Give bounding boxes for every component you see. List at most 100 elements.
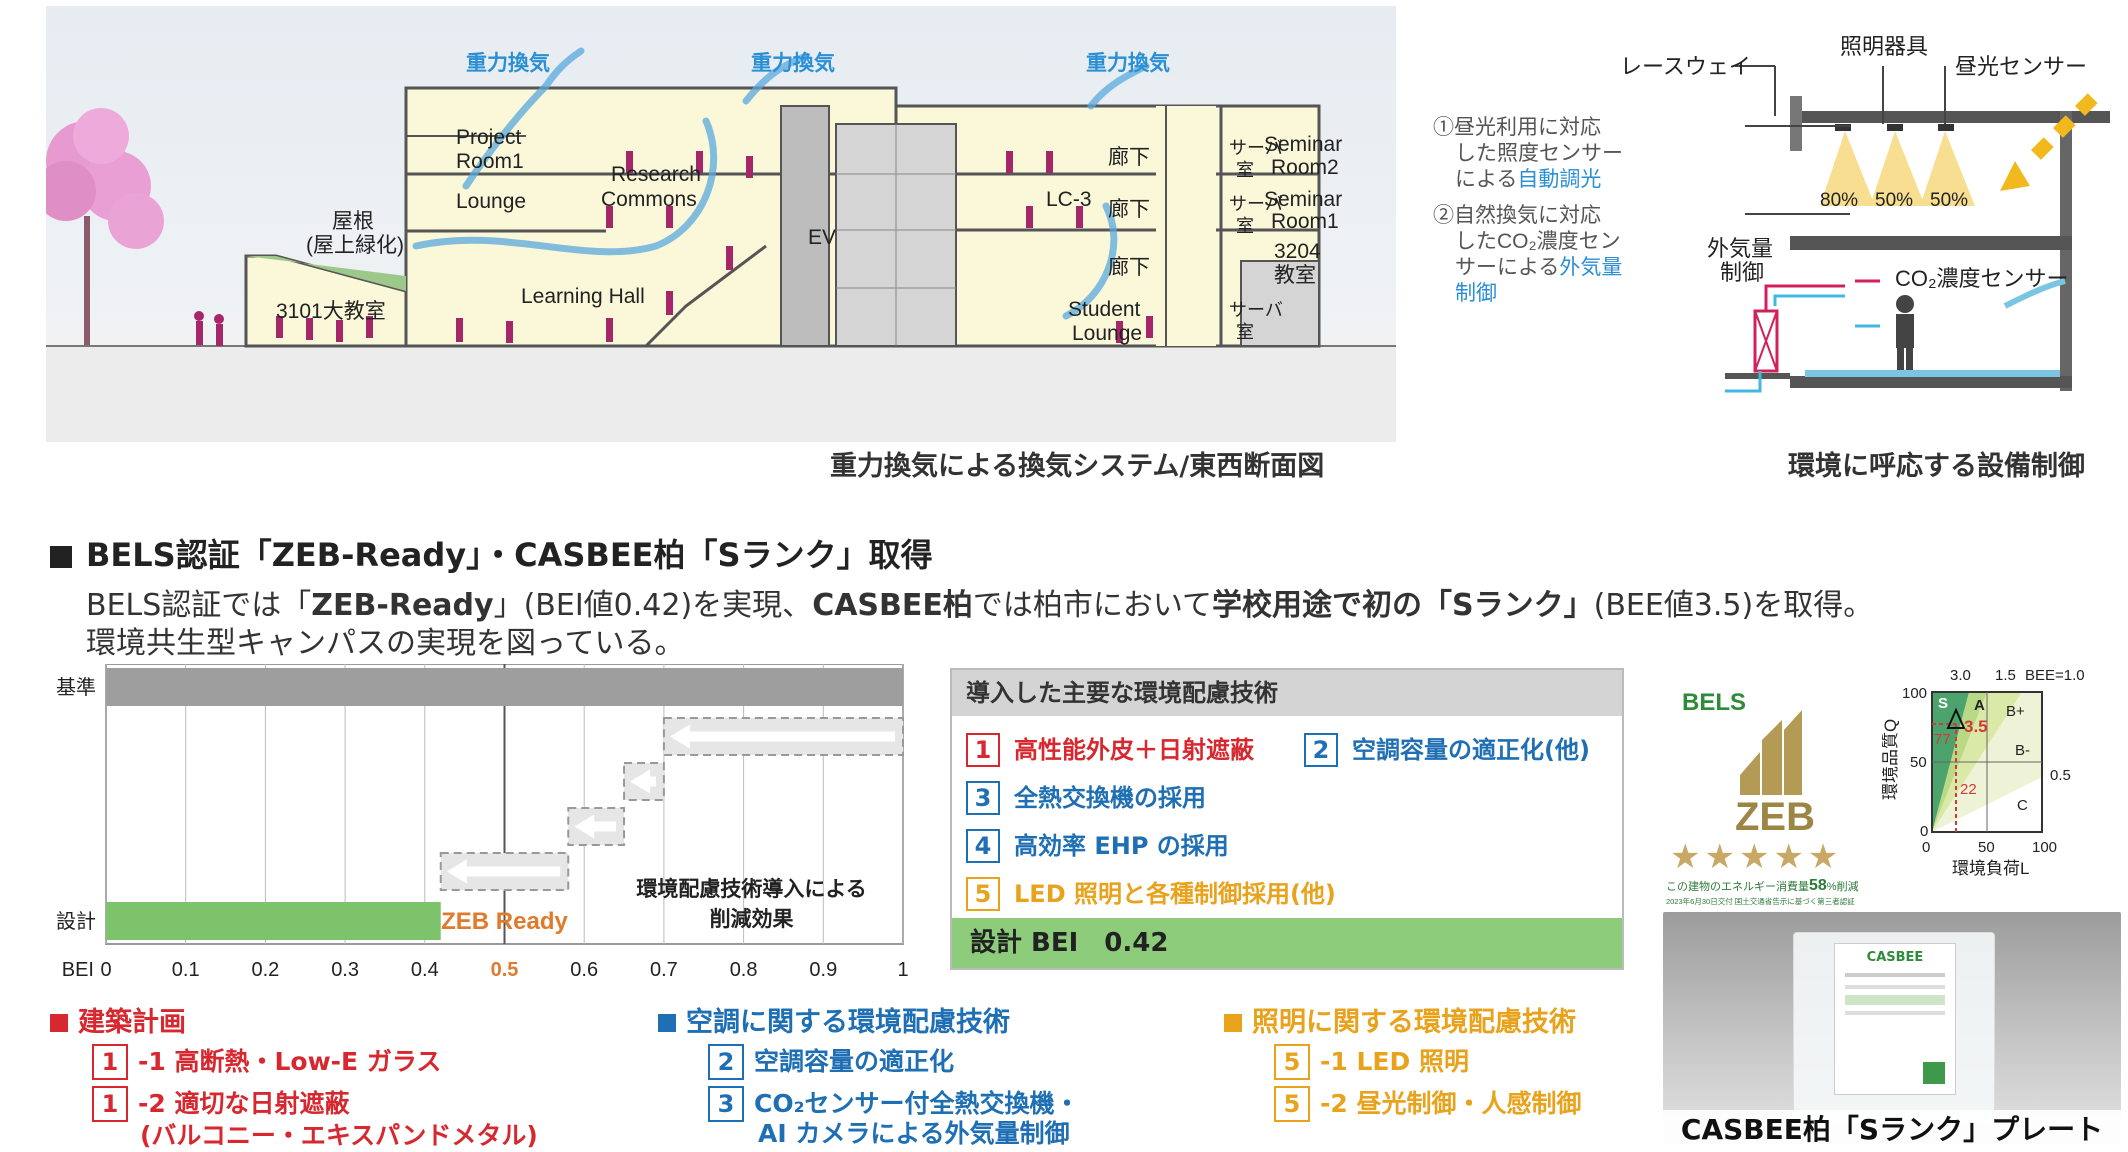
pct-label-2: 50% xyxy=(1875,190,1913,211)
lounge-label: Lounge xyxy=(456,190,526,213)
corridor-label-3: 廊下 xyxy=(1108,256,1150,279)
arch-item-1: 1-1 高断熱・Low-E ガラス xyxy=(92,1042,441,1080)
research-commons-label-2: Commons xyxy=(601,188,697,211)
outdoor-air-label: 外気量 xyxy=(1707,236,1773,261)
note2-line1: ②自然換気に対応 xyxy=(1433,204,1601,227)
bee-x-axis-label: 環境負荷L xyxy=(1952,859,2029,878)
lighting-item-1: 5-1 LED 照明 xyxy=(1274,1042,1469,1080)
equipment-caption: 環境に呼応する設備制御 xyxy=(1788,451,2085,482)
svg-text:による自動調光: による自動調光 xyxy=(1455,168,1601,191)
arch-item-2: 1-2 適切な日射遮蔽 xyxy=(92,1084,349,1122)
square-bullet-icon xyxy=(50,546,72,568)
lighting-label: 照明器具 xyxy=(1840,34,1928,59)
svg-text:したCO₂濃度セン: したCO₂濃度セン xyxy=(1455,230,1621,253)
zeb-building-icon xyxy=(1740,710,1802,795)
pct-label-1: 80% xyxy=(1820,190,1858,211)
svg-text:50: 50 xyxy=(1910,754,1927,771)
people-figures xyxy=(194,151,1153,346)
gravity-vent-label-2: 重力換気 xyxy=(751,51,835,75)
bei-tick-label: 0.8 xyxy=(730,959,758,981)
bee-y-axis-label: 環境品質Q xyxy=(1882,719,1900,800)
svg-text:室: 室 xyxy=(1236,216,1254,236)
classroom-3204-label: 3204 xyxy=(1274,240,1321,263)
bei-category-label: 設計 xyxy=(56,910,96,933)
learning-hall-label: Learning Hall xyxy=(521,285,645,308)
hvac-category-title: 空調に関する環境配慮技術 xyxy=(658,1000,1010,1039)
airflow-arrows xyxy=(412,47,1150,320)
arch-category-title: 建築計画 xyxy=(50,1000,186,1039)
bels-certificate: BELS ZEB ★★★★★ この建物のエネルギー消費量58%削減 2023年6… xyxy=(1666,689,1859,906)
description-line-2: 環境共生型キャンパスの実現を図っている。 xyxy=(86,626,685,661)
bee-point-marker xyxy=(1946,707,1966,729)
bei-tick-label: 0.6 xyxy=(570,959,598,981)
daylight-sensor-label: 昼光センサー xyxy=(1955,54,2087,79)
student-lounge-label: Student xyxy=(1068,298,1141,321)
svg-text:(屋上緑化): (屋上緑化) xyxy=(306,234,404,257)
zeb-logo: ZEB xyxy=(1735,795,1815,839)
svg-text:0.5: 0.5 xyxy=(2050,767,2071,784)
bei-tick-label: 0.4 xyxy=(411,959,439,981)
raceway-label: レースウェイ xyxy=(1620,54,1751,79)
bei-design-bar xyxy=(106,902,441,940)
star-rating-icon: ★★★★★ xyxy=(1670,837,1842,877)
note1-line1: ①昼光利用に対応 xyxy=(1433,116,1601,139)
zeb-ready-label: ZEB Ready xyxy=(441,908,568,935)
reduction-effect-label: 環境配慮技術導入による xyxy=(636,877,866,901)
section-caption: 重力換気による換気システム/東西断面図 xyxy=(830,451,1325,482)
pct-label-3: 50% xyxy=(1930,190,1968,211)
svg-text:0: 0 xyxy=(1920,823,1928,840)
casbee-plate-photo: CASBEE xyxy=(1663,912,2121,1144)
svg-text:1.5: 1.5 xyxy=(1995,667,2016,684)
bei-reduction-arrowhead xyxy=(574,814,595,839)
bei-tick-label: 0.2 xyxy=(251,959,279,981)
svg-text:B+: B+ xyxy=(2006,703,2025,720)
svg-text:22: 22 xyxy=(1960,781,1977,798)
plate-emblem xyxy=(1923,1062,1945,1084)
svg-text:BEE=1.0: BEE=1.0 xyxy=(2025,667,2085,684)
reduction-effect-label: 削減効果 xyxy=(710,907,794,931)
svg-text:した照度センサー: した照度センサー xyxy=(1455,142,1623,165)
daylight-arrow-icon xyxy=(2000,93,2098,191)
bei-axis-label: BEI xyxy=(62,959,94,981)
co2-sensor-label: CO₂濃度センサー xyxy=(1895,266,2069,291)
seminar-room2-label: Seminar xyxy=(1264,133,1342,156)
bei-reduction-arrowhead xyxy=(446,859,467,884)
lc3-label: LC-3 xyxy=(1046,188,1092,211)
tech-list-title: 導入した主要な環境配慮技術 xyxy=(952,670,1622,716)
bei-tick-label: 0.5 xyxy=(491,959,519,981)
lighting-category-title: 照明に関する環境配慮技術 xyxy=(1224,1000,1576,1039)
square-bullet-icon xyxy=(658,1014,676,1032)
student-lounge-label-2: Lounge xyxy=(1072,322,1142,345)
svg-text:100: 100 xyxy=(2032,839,2057,856)
server-room-label-3: サーバ xyxy=(1229,300,1283,320)
svg-text:0: 0 xyxy=(1922,839,1930,856)
bei-reduction-arrowhead xyxy=(669,724,690,749)
bei-tick-label: 0.3 xyxy=(331,959,359,981)
svg-text:A: A xyxy=(1974,697,1985,714)
bei-tick-label: 0 xyxy=(100,959,111,981)
svg-text:サーによる外気量: サーによる外気量 xyxy=(1455,256,1622,279)
corridor-label-2: 廊下 xyxy=(1108,198,1150,221)
plate-header: CASBEE xyxy=(1866,950,1924,965)
corridor-label-1: 廊下 xyxy=(1108,146,1150,169)
bee-chart: 3.0 1.5 BEE=1.0 100 50 0 0 50 100 0.5 S … xyxy=(1882,667,2085,878)
svg-text:S: S xyxy=(1938,695,1948,712)
seminar-room1-label: Seminar xyxy=(1264,188,1342,211)
svg-text:3.0: 3.0 xyxy=(1950,667,1971,684)
svg-text:室: 室 xyxy=(1236,322,1254,342)
svg-text:室: 室 xyxy=(1236,160,1254,180)
bei-tick-label: 0.7 xyxy=(650,959,678,981)
server-room-label-2: サーバ xyxy=(1229,194,1283,214)
bels-logo: BELS xyxy=(1682,689,1746,716)
gravity-vent-label-3: 重力換気 xyxy=(1086,51,1170,75)
description-line-1: BELS認証では「ZEB-Ready」(BEI値0.42)を実現、CASBEE柏… xyxy=(86,588,1874,623)
plate-paper: CASBEE xyxy=(1834,943,1956,1095)
svg-text:C: C xyxy=(2017,797,2028,814)
design-bei-footer: 設計 BEI 0.42 xyxy=(952,918,1622,968)
